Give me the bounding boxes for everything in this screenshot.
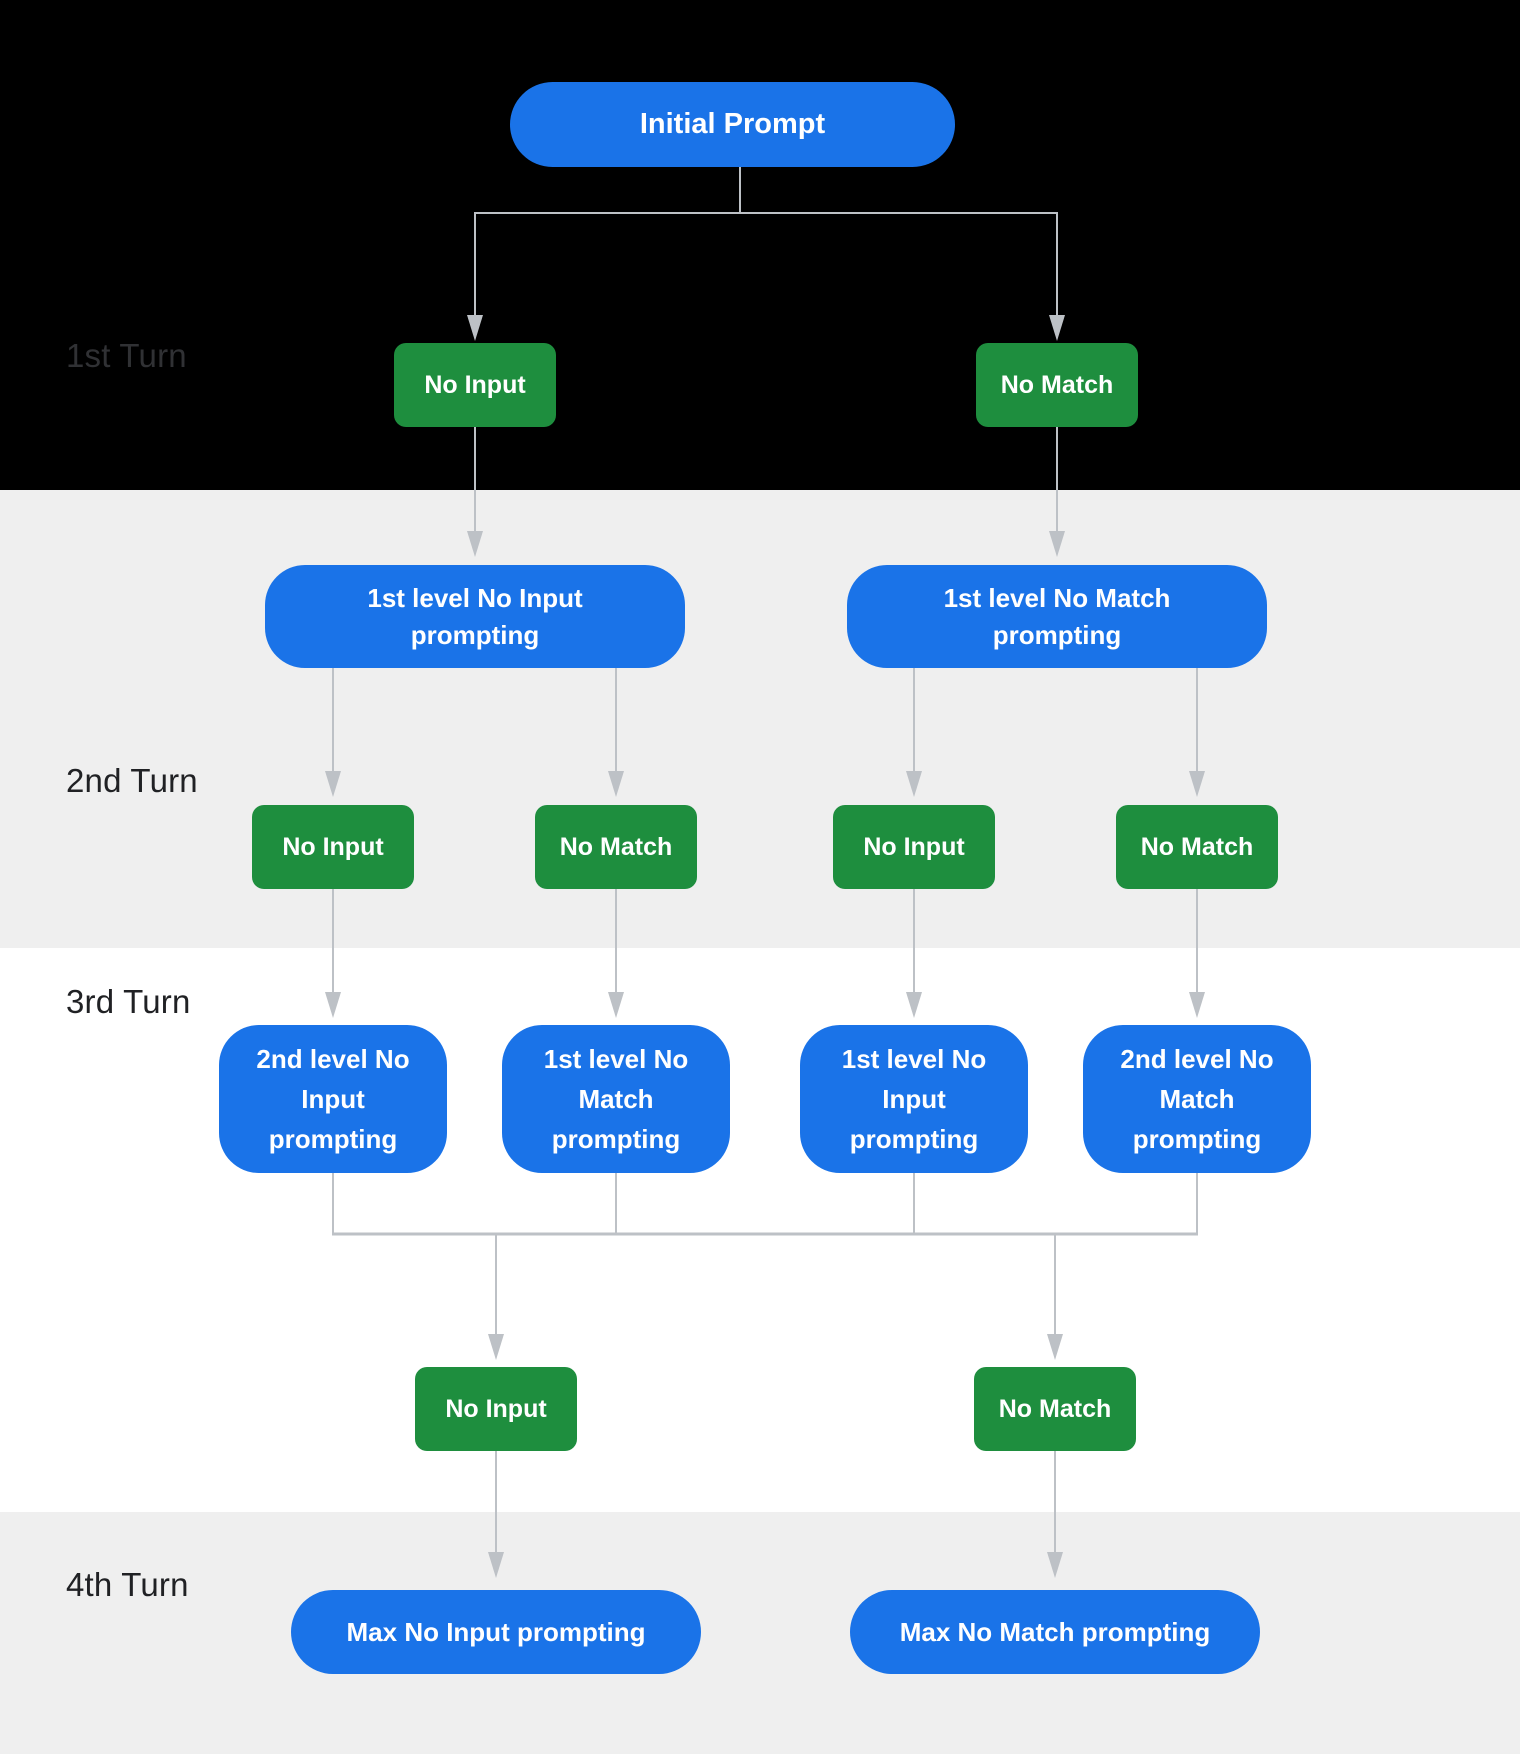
band-turn4-gray [0,1512,1520,1754]
node-turn1-no-input: No Input [394,343,556,427]
node-turn1-no-match: No Match [976,343,1138,427]
node-1st-level-no-input-prompting-2-label: 1st level No Input prompting [841,1044,987,1154]
node-turn2-no-input-b: No Input [833,805,995,889]
node-2nd-level-no-match-prompting: 2nd level No Match prompting [1083,1025,1311,1173]
node-turn1-no-input-label: No Input [424,370,526,399]
turn-label-2: 2nd Turn [66,762,198,799]
node-turn3-no-match-label: No Match [998,1394,1112,1423]
node-turn1-no-match-label: No Match [1000,370,1114,399]
node-2nd-level-no-input-prompting: 2nd level No Input prompting [219,1025,447,1173]
node-max-no-input-prompting-label: Max No Input prompting [346,1616,646,1647]
node-turn2-no-input-a-label: No Input [282,832,384,861]
node-1st-level-no-match-prompting-2-label: 1st level No Match prompting [543,1044,689,1154]
node-turn2-no-input-b-label: No Input [863,832,965,861]
node-1st-level-no-match-prompting: 1st level No Match prompting [847,565,1267,668]
node-turn3-no-input-label: No Input [445,1394,547,1423]
node-turn2-no-match-a-label: No Match [559,832,673,861]
turn-label-4: 4th Turn [66,1566,189,1603]
node-1st-level-no-match-prompting-2: 1st level No Match prompting [502,1025,730,1173]
node-max-no-match-prompting: Max No Match prompting [850,1590,1260,1674]
node-turn2-no-match-b-label: No Match [1140,832,1254,861]
node-max-no-match-prompting-label: Max No Match prompting [899,1616,1211,1647]
node-1st-level-no-input-prompting-label: 1st level No Input prompting [367,582,583,650]
node-turn2-no-match-b: No Match [1116,805,1278,889]
node-1st-level-no-input-prompting-2: 1st level No Input prompting [800,1025,1028,1173]
turn-label-1: 1st Turn [66,337,187,374]
turn-label-3: 3rd Turn [66,983,191,1020]
node-1st-level-no-match-prompting-label: 1st level No Match prompting [943,582,1171,650]
node-turn3-no-match: No Match [974,1367,1136,1451]
node-turn2-no-match-a: No Match [535,805,697,889]
node-2nd-level-no-input-prompting-label: 2nd level No Input prompting [256,1044,410,1154]
node-1st-level-no-input-prompting: 1st level No Input prompting [265,565,685,668]
node-turn3-no-input: No Input [415,1367,577,1451]
band-turn1-black [0,0,1520,490]
node-2nd-level-no-match-prompting-label: 2nd level No Match prompting [1120,1044,1274,1154]
node-max-no-input-prompting: Max No Input prompting [291,1590,701,1674]
node-initial-prompt: Initial Prompt [510,82,955,167]
node-turn2-no-input-a: No Input [252,805,414,889]
band-turn2-gray [0,490,1520,948]
node-initial-prompt-label: Initial Prompt [639,108,826,140]
